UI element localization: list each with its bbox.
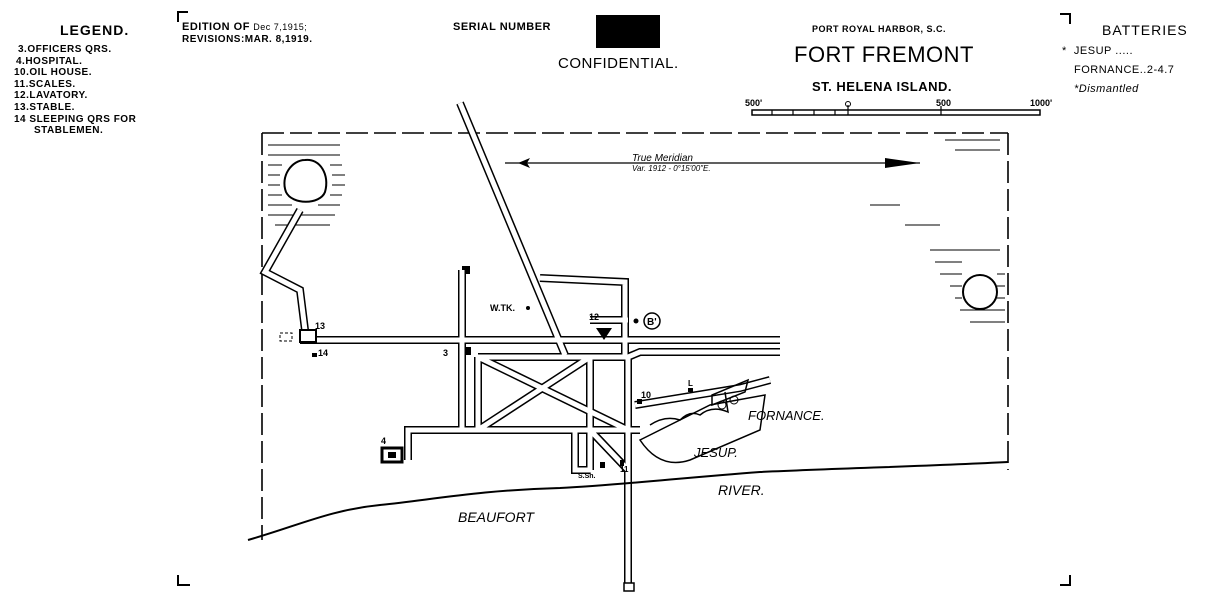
label-sheltered-storehouse: S.Sh. — [578, 473, 596, 480]
meridian-label: True Meridian — [632, 153, 693, 164]
dismantled-marker: * — [1062, 45, 1067, 57]
pond — [283, 158, 328, 203]
legend-item: 3.OFFICERS QRS. — [18, 44, 112, 55]
label-11: 11 — [620, 465, 629, 474]
map-labels: W.TK. B' 12 3 13 14 4 10 L S.Sh. 11 — [315, 303, 693, 480]
wharf — [623, 582, 635, 592]
meridian-variation: Var. 1912 - 0°15'00"E. — [632, 164, 711, 173]
label-3: 3 — [443, 348, 448, 358]
scale-label: 500 — [936, 98, 951, 108]
legend-item: 10.OIL HOUSE. — [14, 67, 93, 79]
label-13: 13 — [315, 321, 325, 331]
battery-name: FORNANCE — [1074, 64, 1140, 76]
label-water-tank: W.TK. — [490, 303, 515, 313]
battery-guns: ..2-4.7 — [1139, 64, 1175, 76]
legend-item: 14 SLEEPING QRS FOR — [14, 113, 137, 125]
legend-item: STABLEMEN. — [34, 125, 104, 137]
edition-label: EDITION OF — [182, 21, 250, 33]
scale-bar: 500' 500 1000' — [745, 98, 1052, 116]
legend-item: 13.STABLE. — [14, 101, 75, 113]
serial-number-redaction — [596, 15, 660, 48]
buildings — [299, 306, 693, 468]
dismantled-note: *Dismantled — [1074, 83, 1139, 95]
shoreline — [247, 461, 1009, 541]
legend-item: 11.SCALES. — [14, 78, 76, 90]
harbor-name: PORT ROYAL HARBOR, S.C. — [812, 24, 947, 34]
scale-label: 500' — [745, 98, 762, 108]
label-14: 14 — [318, 348, 328, 358]
battery-name: JESUP — [1073, 45, 1112, 57]
battery-fornance: FORNANCE..2-4.7 — [1074, 64, 1174, 76]
label-b: B' — [647, 317, 657, 328]
edition-date: Dec 7,1915; — [253, 22, 308, 32]
b-marker — [643, 312, 661, 330]
revisions: REVISIONS:MAR. 8,1919. — [182, 34, 313, 45]
corner-marks — [177, 11, 1071, 586]
serial-number-label: SERIAL NUMBER — [453, 21, 551, 33]
batteries-title: BATTERIES — [1102, 22, 1188, 38]
label-river: RIVER. — [718, 482, 765, 498]
label-l: L — [688, 379, 693, 388]
battery-jesup: * JESUP ..... — [1062, 45, 1133, 57]
label-beaufort: BEAUFORT — [458, 509, 535, 525]
label-4: 4 — [381, 436, 386, 446]
label-10: 10 — [641, 390, 651, 400]
pond — [962, 274, 998, 310]
legend-title: LEGEND. — [60, 22, 130, 38]
battery-jesup-outline — [638, 394, 766, 464]
legend-item: 12.LAVATORY. — [14, 90, 88, 102]
true-meridian: True Meridian Var. 1912 - 0°15'00"E. — [505, 153, 920, 173]
scale-label: 1000' — [1030, 98, 1052, 108]
legend-list: 3.OFFICERS QRS. 4.HOSPITAL. 10.OIL HOUSE… — [14, 44, 136, 137]
map-border — [261, 132, 1009, 540]
confidential-stamp: CONFIDENTIAL. — [558, 55, 679, 72]
edition-note: EDITION OF Dec 7,1915; REVISIONS:MAR. 8,… — [182, 21, 312, 46]
label-jesup: JESUP. — [693, 445, 738, 460]
map-subtitle: ST. HELENA ISLAND. — [812, 79, 952, 94]
label-fornance: FORNANCE. — [748, 408, 825, 423]
label-12: 12 — [589, 312, 599, 322]
legend-item: 4.HOSPITAL. — [16, 55, 83, 67]
place-labels: FORNANCE. JESUP. RIVER. BEAUFORT — [458, 408, 825, 525]
battery-guns: ..... — [1115, 45, 1134, 57]
map-title: FORT FREMONT — [794, 42, 974, 67]
